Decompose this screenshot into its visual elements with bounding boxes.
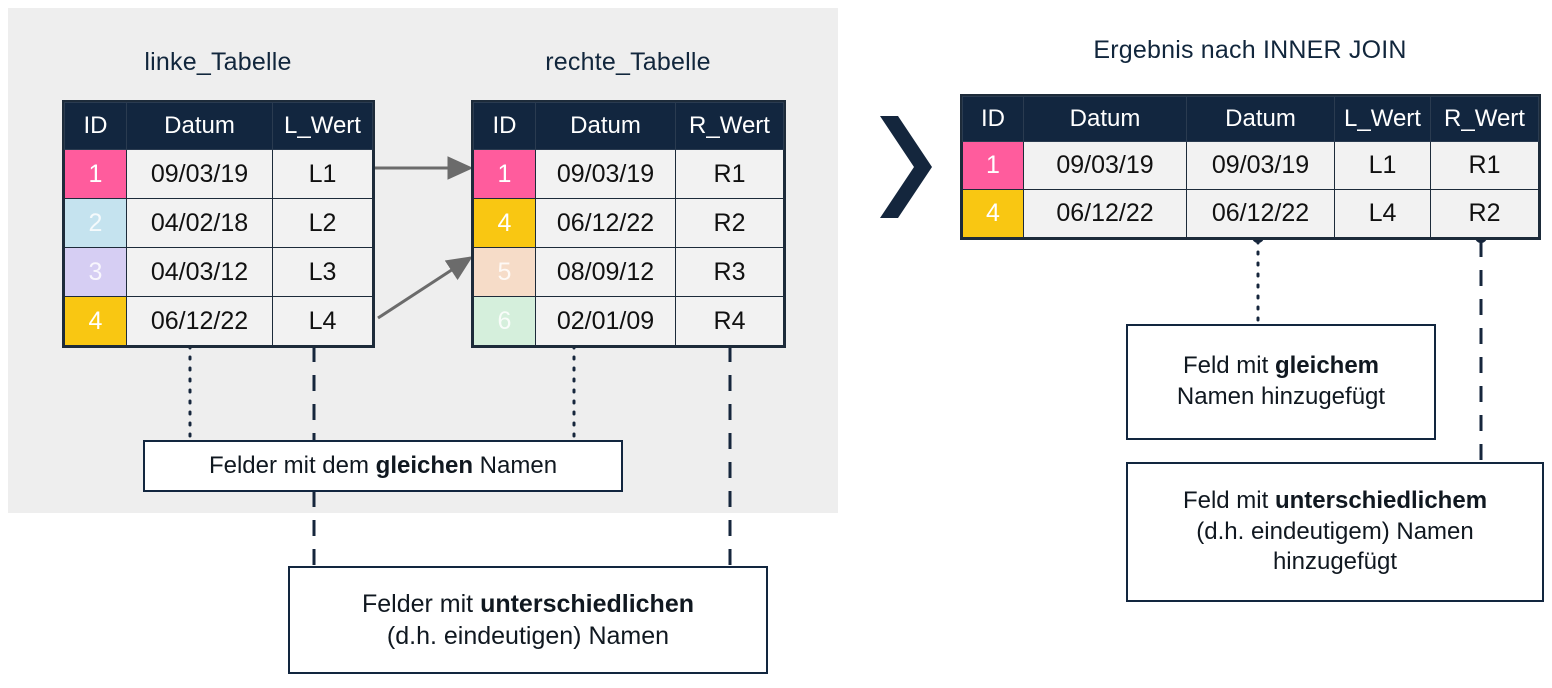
right-table: ID Datum R_Wert 1 09/03/19 R1 4 06/12/22… xyxy=(473,102,784,346)
result-col-id: ID xyxy=(962,96,1024,142)
result-col-l-wert: L_Wert xyxy=(1334,96,1431,142)
result-cell-r-wert-4: R2 xyxy=(1430,189,1539,238)
callout-same-left-post: Namen xyxy=(473,451,558,479)
table-row: 1 09/03/19 L1 xyxy=(64,149,373,199)
right-cell-wert-5: R3 xyxy=(675,247,784,297)
result-cell-id-1: 1 xyxy=(962,141,1024,190)
result-cell-datum-l-4: 06/12/22 xyxy=(1023,189,1187,238)
right-col-wert: R_Wert xyxy=(675,102,784,150)
callout-same-left-pre: Felder mit dem xyxy=(208,451,376,479)
result-cell-datum-r-4: 06/12/22 xyxy=(1186,189,1335,238)
result-cell-l-wert-1: L1 xyxy=(1334,141,1431,190)
right-cell-id-6: 6 xyxy=(473,296,536,346)
left-cell-id-1: 1 xyxy=(64,149,127,199)
callout-same-left-bold: gleichen xyxy=(375,451,474,479)
right-col-id: ID xyxy=(473,102,536,150)
callout-same-result-line2: Namen hinzugefügt xyxy=(1176,383,1386,410)
left-table-header-row: ID Datum L_Wert xyxy=(64,102,373,150)
result-cell-r-wert-1: R1 xyxy=(1430,141,1539,190)
left-cell-id-3: 3 xyxy=(64,247,127,297)
right-table-title: rechte_Tabelle xyxy=(545,48,711,76)
callout-same-result-bold: gleichem xyxy=(1274,352,1380,380)
result-table-header-row: ID Datum Datum L_Wert R_Wert xyxy=(962,96,1539,142)
table-row: 4 06/12/22 06/12/22 L4 R2 xyxy=(962,189,1539,238)
result-cell-id-4: 4 xyxy=(962,189,1024,238)
right-cell-wert-1: R1 xyxy=(675,149,784,199)
chevron-right-icon xyxy=(880,116,932,218)
left-cell-wert-2: L2 xyxy=(272,198,373,248)
result-cell-datum-l-1: 09/03/19 xyxy=(1023,141,1187,190)
left-table-title: linke_Tabelle xyxy=(144,48,292,76)
callout-diff-result-line3: hinzugefügt xyxy=(1272,548,1398,576)
left-cell-datum-4: 06/12/22 xyxy=(126,296,273,346)
left-col-datum: Datum xyxy=(126,102,273,150)
right-cell-wert-6: R4 xyxy=(675,296,784,346)
table-row: 2 04/02/18 L2 xyxy=(64,198,373,248)
right-cell-datum-5: 08/09/12 xyxy=(535,247,676,297)
right-cell-datum-1: 09/03/19 xyxy=(535,149,676,199)
callout-diff-result-bold: unterschiedlichem xyxy=(1274,486,1488,514)
table-row: 4 06/12/22 R2 xyxy=(473,198,784,248)
left-table: ID Datum L_Wert 1 09/03/19 L1 2 04/02/18… xyxy=(64,102,373,346)
result-cell-datum-r-1: 09/03/19 xyxy=(1186,141,1335,190)
result-table: ID Datum Datum L_Wert R_Wert 1 09/03/19 … xyxy=(962,96,1539,238)
left-col-id: ID xyxy=(64,102,127,150)
callout-diff-left-pre: Felder mit xyxy=(361,590,481,618)
right-cell-datum-6: 02/01/09 xyxy=(535,296,676,346)
table-row: 5 08/09/12 R3 xyxy=(473,247,784,297)
callout-same-result-pre: Feld mit xyxy=(1182,352,1275,380)
left-cell-wert-1: L1 xyxy=(272,149,373,199)
left-cell-wert-4: L4 xyxy=(272,296,373,346)
callout-diff-result-pre: Feld mit xyxy=(1182,486,1275,514)
callout-diff-result-line2: (d.h. eindeutigem) Namen xyxy=(1196,517,1474,545)
table-row: 3 04/03/12 L3 xyxy=(64,247,373,297)
table-row: 6 02/01/09 R4 xyxy=(473,296,784,346)
right-col-datum: Datum xyxy=(535,102,676,150)
right-cell-id-5: 5 xyxy=(473,247,536,297)
result-col-r-wert: R_Wert xyxy=(1430,96,1539,142)
left-cell-id-2: 2 xyxy=(64,198,127,248)
table-row: 4 06/12/22 L4 xyxy=(64,296,373,346)
callout-diff-left-line2: (d.h. eindeutigen) Namen xyxy=(386,622,670,650)
callout-diff-name-left: Felder mit unterschiedlichen (d.h. einde… xyxy=(288,566,768,674)
right-cell-id-1: 1 xyxy=(473,149,536,199)
callout-diff-name-result: Feld mit unterschiedlichem (d.h. eindeut… xyxy=(1126,462,1544,602)
right-table-header-row: ID Datum R_Wert xyxy=(473,102,784,150)
left-col-wert: L_Wert xyxy=(272,102,373,150)
result-cell-l-wert-4: L4 xyxy=(1334,189,1431,238)
result-col-datum-right: Datum xyxy=(1186,96,1335,142)
result-table-title: Ergebnis nach INNER JOIN xyxy=(1093,36,1407,64)
right-cell-wert-4: R2 xyxy=(675,198,784,248)
table-row: 1 09/03/19 R1 xyxy=(473,149,784,199)
left-cell-datum-1: 09/03/19 xyxy=(126,149,273,199)
left-cell-datum-2: 04/02/18 xyxy=(126,198,273,248)
table-row: 1 09/03/19 09/03/19 L1 R1 xyxy=(962,141,1539,190)
callout-same-name-left: Felder mit dem gleichen Namen xyxy=(143,440,623,492)
right-cell-datum-4: 06/12/22 xyxy=(535,198,676,248)
right-cell-id-4: 4 xyxy=(473,198,536,248)
left-cell-wert-3: L3 xyxy=(272,247,373,297)
callout-diff-left-bold: unterschiedlichen xyxy=(480,590,695,618)
left-cell-id-4: 4 xyxy=(64,296,127,346)
callout-same-name-result: Feld mit gleichem Namen hinzugefügt xyxy=(1126,324,1436,440)
left-cell-datum-3: 04/03/12 xyxy=(126,247,273,297)
result-col-datum-left: Datum xyxy=(1023,96,1187,142)
